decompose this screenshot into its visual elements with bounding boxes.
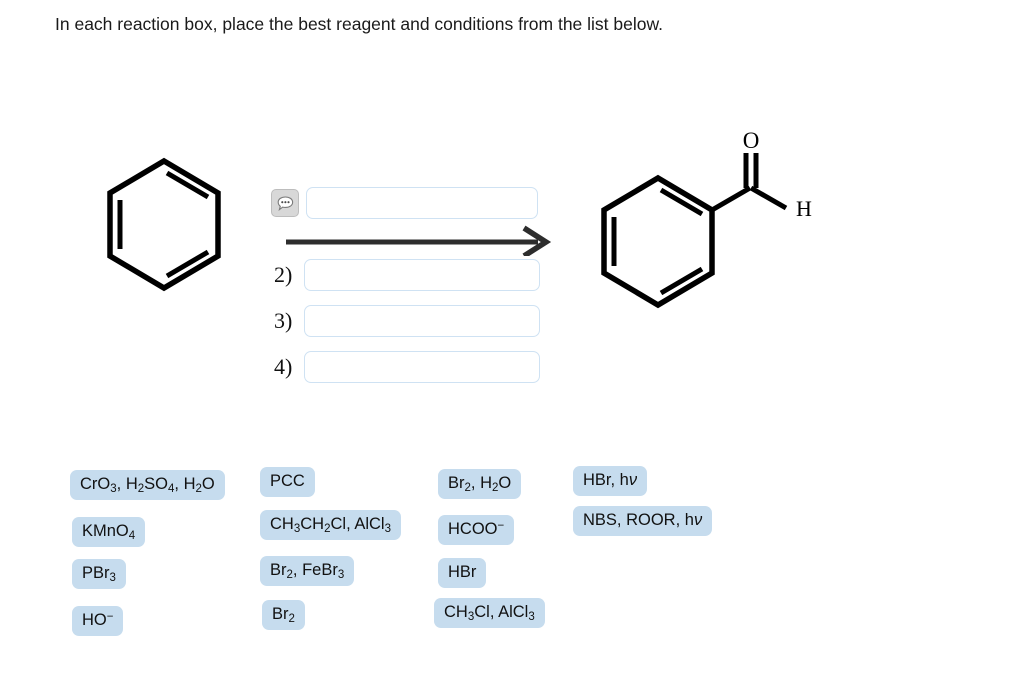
product-oxygen-label: O — [743, 130, 760, 153]
condition-label-2: 2) — [274, 262, 293, 287]
reagent-chip[interactable]: KMnO4 — [72, 517, 146, 547]
reagent-chip[interactable]: Br2 — [262, 600, 305, 630]
condition-row-1 — [268, 186, 538, 220]
reagent-chip[interactable]: NBS, ROOR, hν — [573, 506, 713, 536]
reagent-chip[interactable]: Br2, H2O — [438, 469, 522, 499]
condition-input-2[interactable] — [304, 259, 540, 291]
condition-input-3[interactable] — [304, 305, 540, 337]
reagent-chip[interactable]: HCOO− — [438, 515, 515, 545]
page-title: In each reaction box, place the best rea… — [55, 14, 664, 34]
reagent-chip[interactable]: CH3Cl, AlCl3 — [434, 598, 545, 628]
reagent-chip[interactable]: PCC — [260, 467, 315, 497]
condition-row-4: 4) — [268, 350, 540, 384]
reagent-chip[interactable]: Br2, FeBr3 — [260, 556, 355, 586]
condition-input-1[interactable] — [306, 187, 538, 219]
condition-row-3: 3) — [268, 304, 540, 338]
condition-row-2: 2) — [268, 258, 540, 292]
condition-label-4: 4) — [274, 354, 293, 379]
condition-label-3: 3) — [274, 308, 293, 333]
reactant-structure-benzene — [88, 148, 248, 323]
reagent-chip[interactable]: HBr, hν — [573, 466, 648, 496]
reaction-condition-rows: 2) 3) 4) — [268, 186, 558, 386]
product-hydrogen-label: H — [796, 196, 812, 221]
reagent-chip[interactable]: PBr3 — [72, 559, 126, 589]
product-structure-benzaldehyde: O H — [580, 128, 820, 335]
speech-bubble-icon[interactable] — [271, 189, 299, 217]
reagent-chip[interactable]: HBr — [438, 558, 487, 588]
reagent-chip[interactable]: CrO3, H2SO4, H2O — [70, 470, 225, 500]
reaction-arrow — [284, 224, 554, 259]
condition-input-4[interactable] — [304, 351, 540, 383]
reagent-chip[interactable]: HO− — [72, 606, 124, 636]
reagent-chip[interactable]: CH3CH2Cl, AlCl3 — [260, 510, 401, 540]
